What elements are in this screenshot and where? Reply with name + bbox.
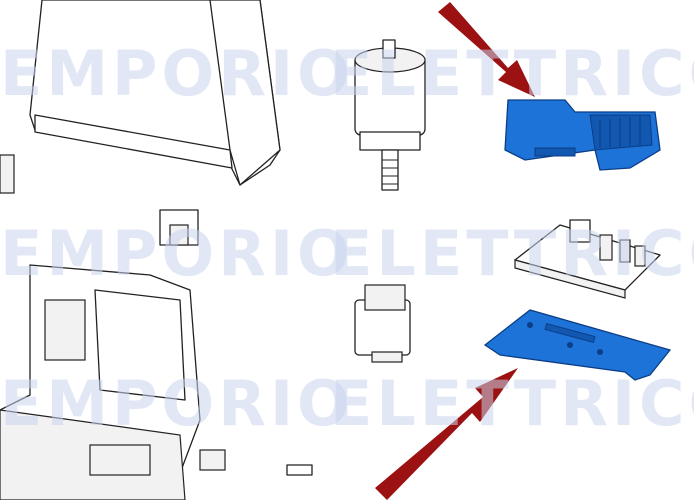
base-housing	[0, 264, 226, 500]
top-cover-housing	[29, 0, 281, 186]
control-box-cover	[504, 99, 661, 171]
control-board-mounting-plate	[483, 309, 672, 381]
watermark-text-right: ELETTRICO	[330, 367, 694, 440]
arrow-pointer-top	[438, 2, 535, 97]
watermark-text-left: EMPORIO	[0, 367, 354, 440]
limit-switch-bracket	[159, 209, 199, 246]
small-connector	[286, 464, 313, 476]
transformer	[354, 284, 411, 363]
motor	[354, 39, 426, 191]
control-board	[514, 219, 661, 299]
watermark-text-right: ELETTRICO	[330, 217, 694, 290]
watermark: EMPORIO ELETTRICO EMPORIO ELETTRICO EMPO…	[0, 37, 694, 440]
side-bracket	[0, 154, 15, 194]
watermark-text-left: EMPORIO	[0, 217, 354, 290]
watermark-text-left: EMPORIO	[0, 37, 354, 110]
watermark-text-right: ELETTRICO	[330, 37, 694, 110]
arrow-pointer-bottom	[375, 368, 518, 500]
